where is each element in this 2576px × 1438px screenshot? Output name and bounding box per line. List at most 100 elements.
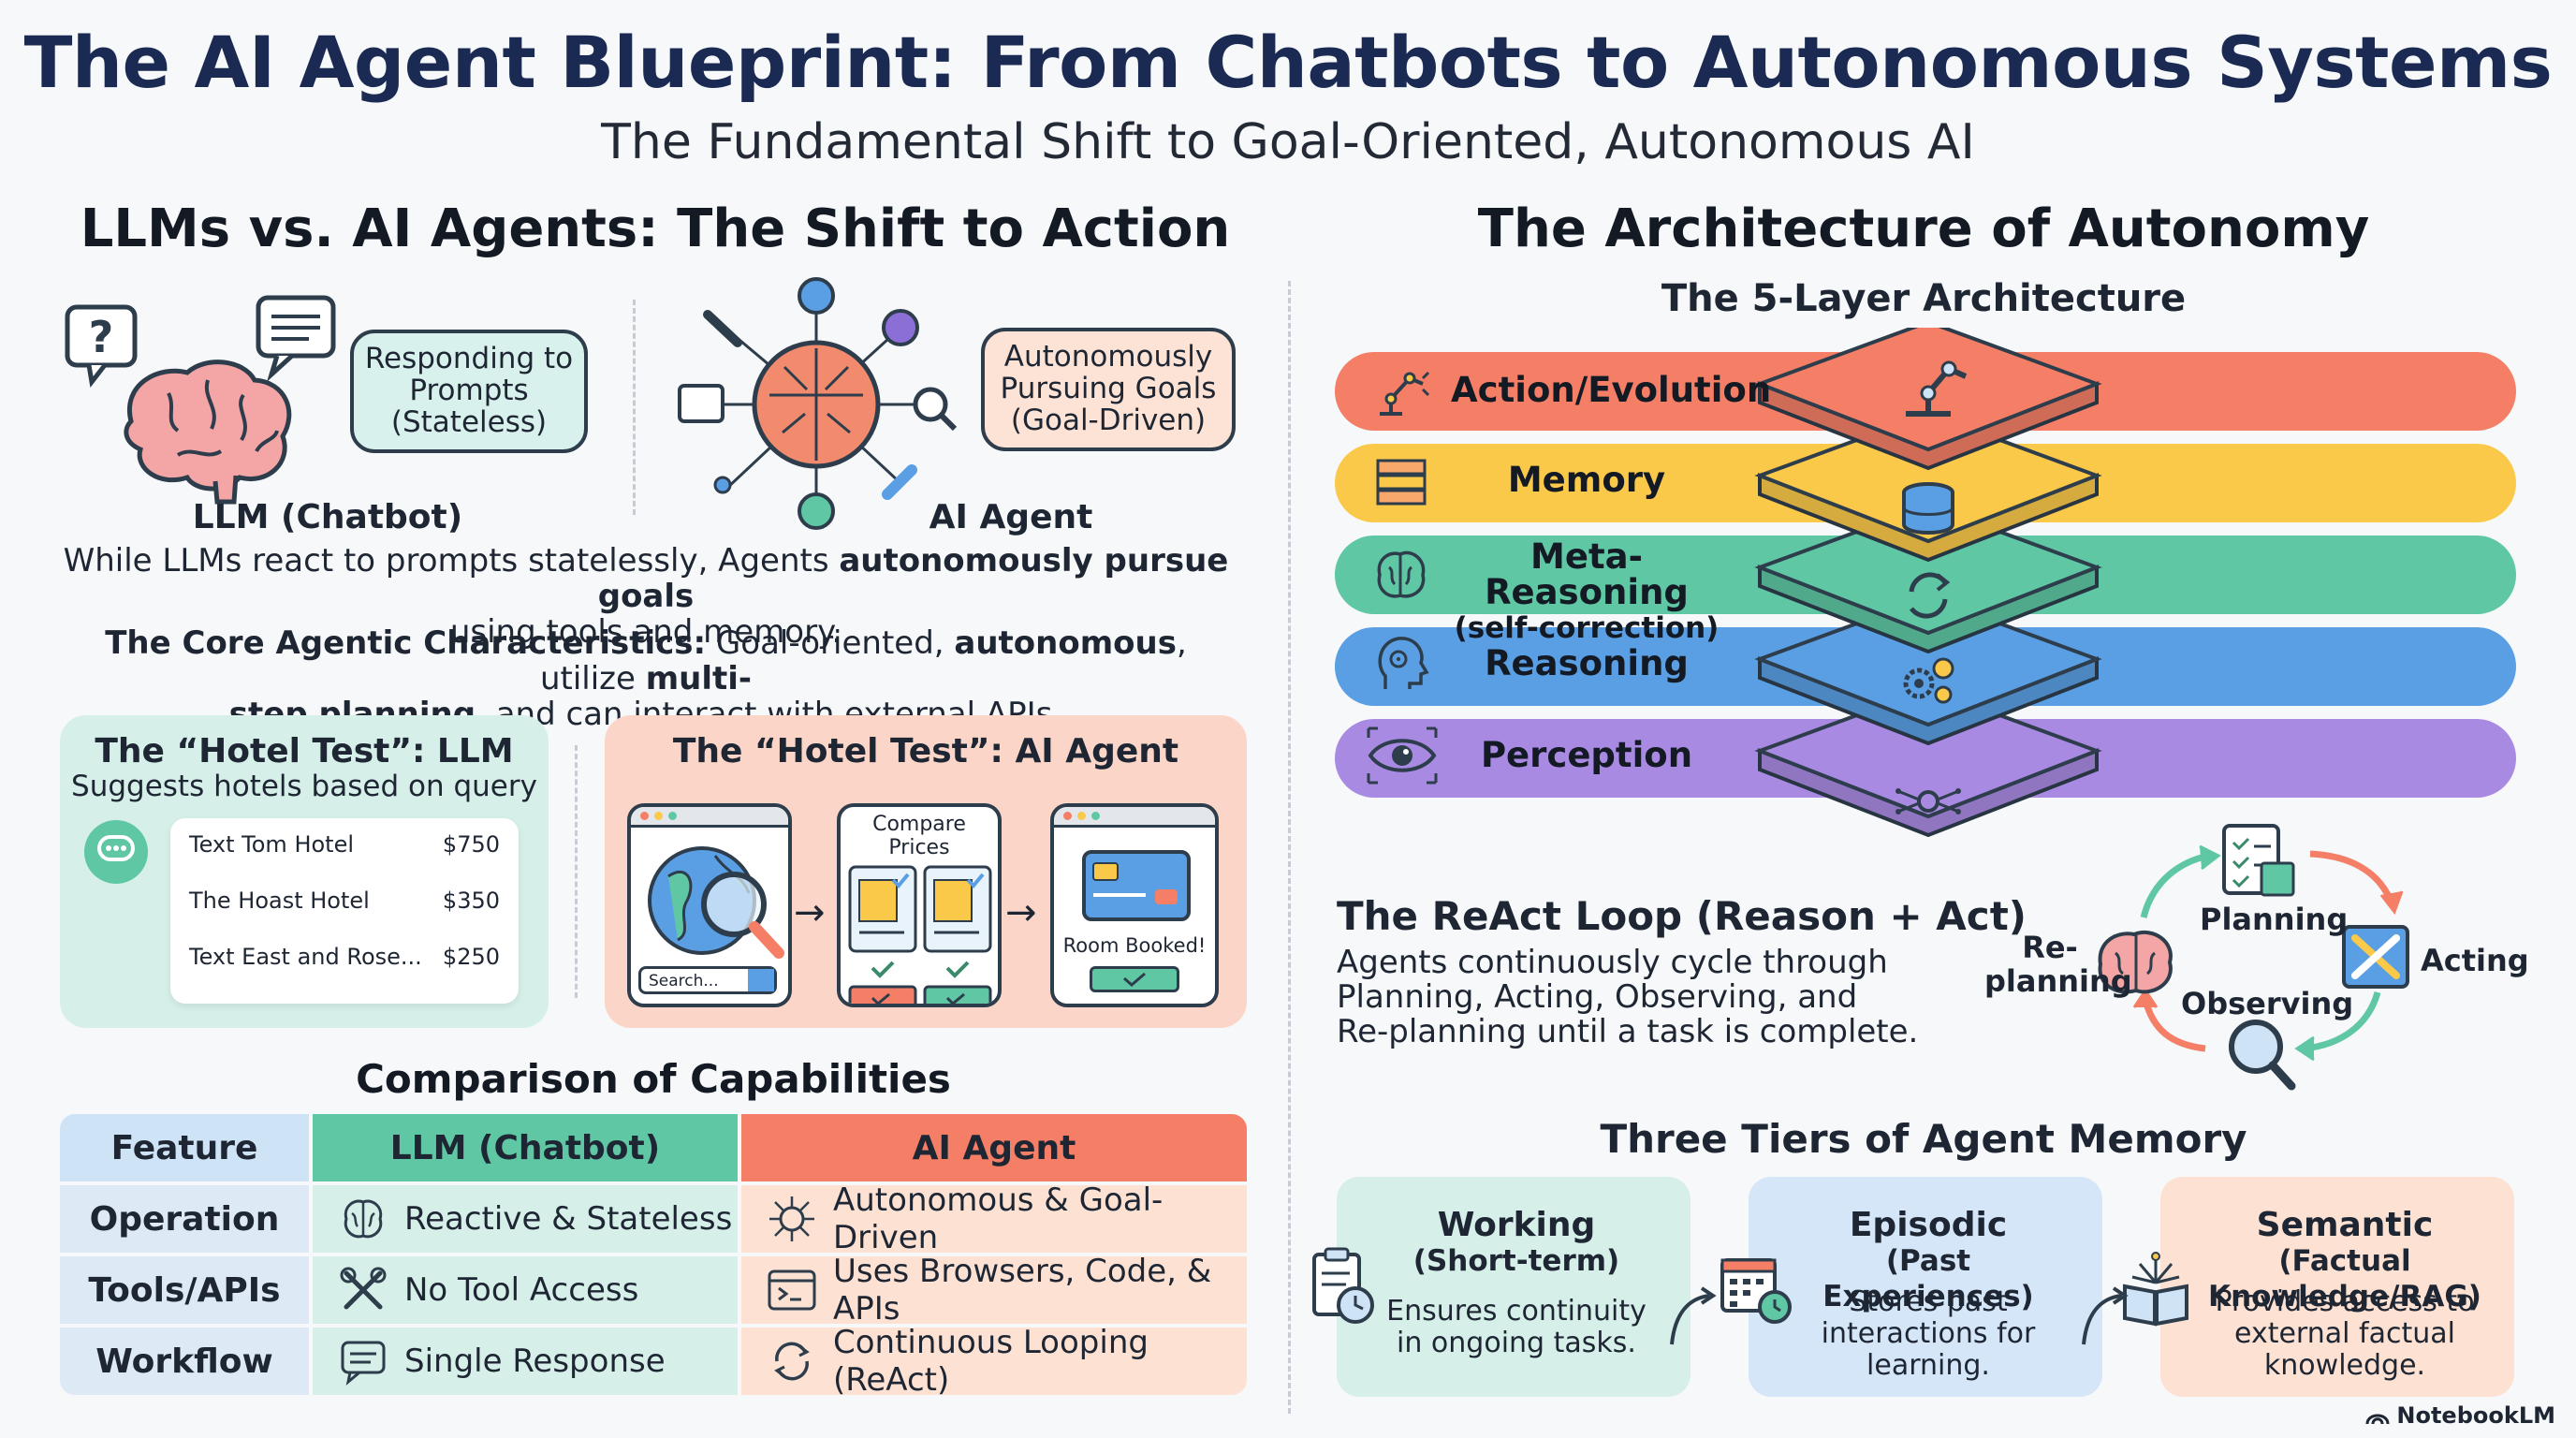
checklist-icon bbox=[2222, 824, 2295, 897]
layer-label-perception: Perception bbox=[1480, 735, 1693, 775]
loop-label-acting: Acting bbox=[2421, 943, 2529, 978]
arrow-right-icon: → bbox=[794, 891, 826, 934]
head-gears-icon bbox=[1378, 637, 1429, 689]
robot-arm-icon bbox=[1380, 371, 1430, 416]
message-bubble-icon bbox=[256, 295, 336, 382]
search-icon[interactable] bbox=[748, 969, 774, 991]
memory-title-episodic: Episodic(Past Experiences) bbox=[1822, 1206, 2034, 1314]
table-cell-agent: Autonomous & Goal-Driven bbox=[741, 1181, 1247, 1256]
search-input[interactable]: Search... bbox=[638, 966, 777, 994]
chat-icon bbox=[84, 820, 148, 884]
arrow-episodic-to-semantic bbox=[2082, 1286, 2129, 1345]
agent-caption: AI Agent bbox=[929, 498, 1093, 536]
brain-icon bbox=[124, 360, 292, 505]
brain-icon bbox=[344, 1199, 383, 1239]
memory-title: Three Tiers of Agent Memory bbox=[1600, 1116, 2247, 1162]
database-icon bbox=[1902, 482, 1954, 535]
table-cell-agent: Continuous Looping (ReAct) bbox=[741, 1324, 1247, 1399]
arrow-right-icon: → bbox=[1005, 891, 1037, 934]
hotel-price: $250 bbox=[442, 944, 500, 970]
browser-icon bbox=[678, 384, 724, 423]
gear-icon bbox=[882, 309, 919, 346]
hotel-price: $350 bbox=[442, 888, 500, 914]
table-header-feature: Feature bbox=[60, 1114, 309, 1181]
memory-title-working: Working(Short-term) bbox=[1412, 1206, 1620, 1279]
brain-outline-icon bbox=[1377, 550, 1426, 598]
hotel-test-agent-title: The “Hotel Test”: AI Agent bbox=[672, 732, 1179, 770]
hotel-test-llm-subtitle: Suggests hotels based on query bbox=[71, 770, 537, 803]
page-title: The AI Agent Blueprint: From Chatbots to… bbox=[23, 21, 2553, 104]
hotel-test-llm-card: The “Hotel Test”: LLM Suggests hotels ba… bbox=[60, 715, 549, 1028]
arrow-observe-to-replan bbox=[2142, 999, 2206, 1052]
agent-illustration bbox=[678, 277, 958, 530]
open-book-icon bbox=[2123, 1252, 2188, 1327]
terminal-window-icon bbox=[768, 1269, 816, 1311]
eye-icon bbox=[1367, 726, 1438, 785]
loop-label-observing: Observing bbox=[2181, 986, 2354, 1021]
table-row-feature: Operation bbox=[60, 1185, 309, 1253]
boxes-icon bbox=[1376, 459, 1427, 506]
arrow-plan-to-act bbox=[2309, 850, 2394, 902]
gears-icon bbox=[1903, 657, 1954, 704]
hotel-divider bbox=[575, 745, 578, 998]
layer-diamond-perception bbox=[1754, 686, 2102, 838]
hotel-row[interactable]: Text Tom Hotel $750 bbox=[170, 831, 519, 888]
hotel-test-llm-title: The “Hotel Test”: LLM bbox=[95, 732, 514, 770]
column-divider bbox=[1288, 281, 1291, 1414]
layer-stack-illustration bbox=[1754, 328, 2102, 838]
arrow-act-to-observe bbox=[2304, 990, 2381, 1052]
table-row-feature: Workflow bbox=[60, 1328, 309, 1395]
table-header-llm: LLM (Chatbot) bbox=[313, 1114, 738, 1181]
right-section-title: The Architecture of Autonomy bbox=[1477, 198, 2370, 259]
layer-diamond-meta bbox=[1754, 503, 2102, 654]
layer-label-action: Action/Evolution bbox=[1451, 370, 1772, 410]
left-section-title: LLMs vs. AI Agents: The Shift to Action bbox=[80, 198, 1231, 259]
hotel-name: The Hoast Hotel bbox=[189, 888, 370, 914]
table-cell-llm: Single Response bbox=[313, 1328, 738, 1395]
layer-label-meta: Meta-Reasoning(self-correction) bbox=[1454, 536, 1720, 646]
llm-agent-divider bbox=[633, 300, 636, 515]
react-description: Agents continuously cycle through Planni… bbox=[1337, 944, 1919, 1050]
layer-diamond-memory bbox=[1754, 411, 2102, 563]
table-cell-llm: No Tool Access bbox=[313, 1256, 738, 1324]
chat-bubble-icon bbox=[341, 1341, 386, 1386]
intro-paragraph: While LLMs react to prompts statelessly,… bbox=[63, 542, 1229, 651]
arrow-replan-to-plan bbox=[2140, 852, 2210, 918]
network-brain-icon bbox=[769, 1196, 814, 1241]
memory-tier-working bbox=[1337, 1177, 1690, 1397]
arrow-working-to-episodic bbox=[1670, 1286, 1717, 1345]
clipboard-clock-icon bbox=[1312, 1247, 1374, 1324]
compare-prices-label: Compare Prices bbox=[872, 813, 966, 859]
magnifier-icon bbox=[913, 387, 948, 422]
hotel-row[interactable]: The Hoast Hotel $350 bbox=[170, 888, 519, 944]
chip-network-icon bbox=[1895, 788, 1961, 814]
loop-label-replanning: Re-planning bbox=[1984, 930, 2132, 999]
refresh-icon bbox=[1909, 572, 1951, 619]
globe-icon bbox=[798, 277, 835, 315]
crossed-tools-icon bbox=[340, 1267, 387, 1310]
compare-cards-icon bbox=[848, 865, 992, 1004]
table-cell-agent: Uses Browsers, Code, & APIs bbox=[741, 1253, 1247, 1328]
memory-tier-episodic bbox=[1749, 1177, 2102, 1397]
hotel-list: Text Tom Hotel $750 The Hoast Hotel $350… bbox=[170, 818, 519, 1004]
table-header-agent: AI Agent bbox=[741, 1114, 1247, 1181]
hotel-row[interactable]: Text East and Rose... $250 bbox=[170, 944, 519, 1000]
tool-icon bbox=[703, 310, 742, 347]
credit-card-icon bbox=[1082, 850, 1191, 921]
hotel-price: $750 bbox=[442, 831, 500, 858]
layer-label-memory: Memory bbox=[1507, 460, 1666, 500]
confirm-button[interactable] bbox=[1090, 966, 1179, 992]
react-title: The ReAct Loop (Reason + Act) bbox=[1337, 893, 2027, 939]
memory-title-semantic: Semantic(Factual Knowledge/RAG) bbox=[2208, 1206, 2481, 1314]
globe-small-icon bbox=[798, 492, 835, 530]
hotel-test-agent-card: The “Hotel Test”: AI Agent Search... → C… bbox=[605, 715, 1247, 1028]
comparison-table: Feature LLM (Chatbot) AI Agent Operation… bbox=[60, 1114, 1247, 1399]
booking-window: Room Booked! bbox=[1050, 803, 1219, 1007]
layer-diamond-reasoning bbox=[1754, 594, 2102, 746]
loop-arrows-icon bbox=[774, 1342, 810, 1381]
globe-search-icon bbox=[648, 846, 784, 959]
calendar-clock-icon bbox=[1720, 1258, 1792, 1324]
network-icon bbox=[713, 476, 732, 494]
